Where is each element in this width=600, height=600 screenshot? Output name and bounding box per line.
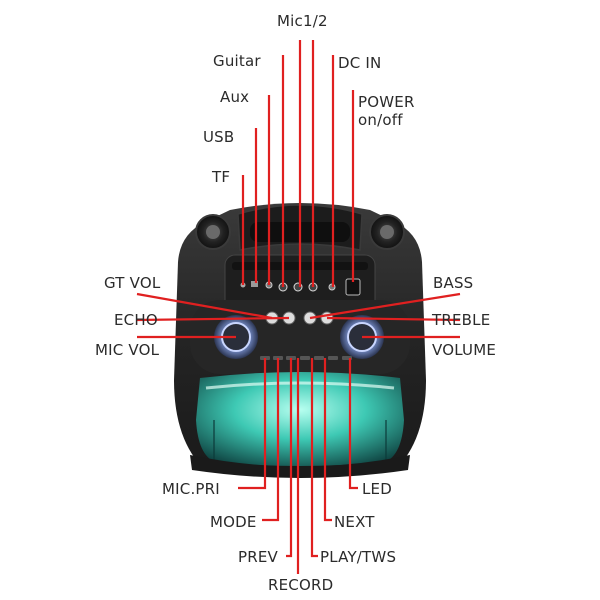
- label-power: POWER on/off: [358, 93, 415, 129]
- label-guitar: Guitar: [213, 52, 261, 70]
- label-record: RECORD: [268, 576, 334, 594]
- leader-prev: [286, 358, 293, 558]
- leader-led: [348, 358, 358, 490]
- label-play-tws: PLAY/TWS: [320, 548, 397, 566]
- leader-play-tws: [310, 358, 318, 558]
- leader-lines: [136, 40, 461, 574]
- label-mic-vol: MIC VOL: [95, 341, 160, 359]
- label-bass: BASS: [433, 274, 474, 292]
- label-mic-pri: MIC.PRI: [162, 480, 220, 498]
- label-volume: VOLUME: [432, 341, 497, 359]
- leader-bass: [309, 292, 461, 320]
- led-grille: [196, 372, 404, 466]
- label-usb: USB: [203, 128, 235, 146]
- leader-mic-pri: [238, 358, 267, 490]
- leader-treble: [326, 316, 461, 322]
- leader-echo: [136, 316, 290, 322]
- leader-mode: [262, 358, 280, 522]
- label-echo: ECHO: [114, 311, 158, 329]
- leader-gt-vol: [136, 292, 273, 320]
- label-gt-vol: GT VOL: [104, 274, 161, 292]
- leader-next: [323, 358, 332, 522]
- label-next: NEXT: [334, 513, 375, 531]
- label-mic: Mic1/2: [277, 12, 328, 30]
- label-dc-in: DC IN: [338, 54, 382, 72]
- label-mode: MODE: [210, 513, 257, 531]
- label-aux: Aux: [220, 88, 250, 106]
- label-tf: TF: [212, 168, 231, 186]
- label-prev: PREV: [238, 548, 279, 566]
- label-treble: TREBLE: [432, 311, 491, 329]
- label-led: LED: [362, 480, 392, 498]
- usb-port: [251, 281, 258, 287]
